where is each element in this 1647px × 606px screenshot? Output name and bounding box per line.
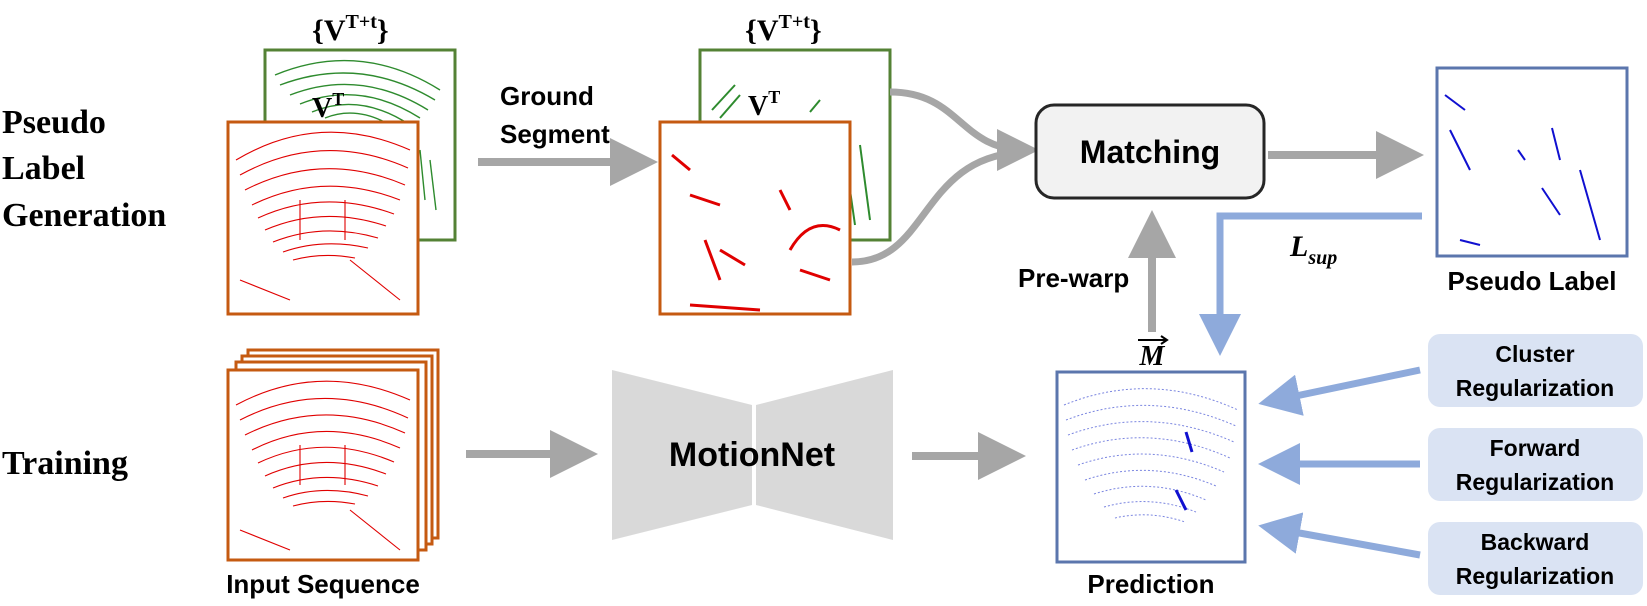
orange-frame-front-middle [658,120,852,316]
row-label-pseudo: Pseudo [2,104,106,141]
regularization-backward: Backward Regularization [1428,522,1643,595]
blue-point-cloud-pseudo [1444,94,1601,246]
future-set-label-middle: {VT+t} [745,11,822,47]
motionnet-decoder [756,370,893,540]
ground-segment-line1: Ground [500,81,594,111]
backward-reg-arrow [1258,512,1421,559]
regularization-cluster-line2: Regularization [1456,375,1614,401]
regularization-backward-line1: Backward [1481,529,1590,555]
vt-label-middle: VT [748,87,780,122]
regularization-cluster: Cluster Regularization [1428,334,1643,407]
lsup-arrow [1199,212,1422,356]
matching-box [1034,103,1266,200]
prediction-caption: Prediction [1087,569,1214,599]
regularization-backward-line2: Regularization [1456,563,1614,589]
orange-to-matching-curve [851,148,1026,266]
regularization-forward: Forward Regularization [1428,428,1643,501]
input-sequence-stack [226,348,440,562]
m-vector-arrowhead [1160,335,1169,345]
row-label-label: Label [2,150,85,187]
future-frames-set-middle: {VT+t} VT [658,11,892,316]
future-set-label-left: {VT+t} [312,11,389,47]
red-point-cloud-left [235,131,411,301]
vt-label-left: VT [312,89,344,124]
motionnet-encoder [612,370,752,540]
prewarp-label: Pre-warp [1018,263,1129,293]
future-frames-set-left: {VT+t} VT [226,11,457,316]
red-point-cloud-input [235,380,411,551]
blue-moving-points-prediction [1174,431,1194,511]
cluster-reg-arrow [1258,366,1421,416]
orange-frame-front [226,120,420,316]
ground-segment-line2: Segment [500,119,610,149]
regularization-forward-box [1428,428,1643,501]
row-label-generation: Generation [2,197,166,234]
regularization-backward-box [1428,522,1643,595]
matching-label: Matching [1080,134,1220,170]
red-point-cloud-middle [671,153,841,312]
green-to-matching-curve [889,88,1039,171]
prediction-frame [1055,370,1247,564]
row-label-training: Training [2,445,128,482]
regularization-forward-line1: Forward [1490,435,1581,461]
regularization-cluster-line1: Cluster [1495,341,1574,367]
lsup-label: Lsup [1289,230,1337,269]
regularization-forward-line2: Regularization [1456,469,1614,495]
pseudo-label-caption: Pseudo Label [1447,266,1616,296]
m-vector-label: M [1139,341,1166,372]
motionnet-label: MotionNet [669,436,835,474]
input-frame-1 [226,368,420,562]
input-sequence-caption: Input Sequence [226,569,420,599]
regularization-cluster-box [1428,334,1643,407]
green-point-cloud-middle [711,84,871,226]
